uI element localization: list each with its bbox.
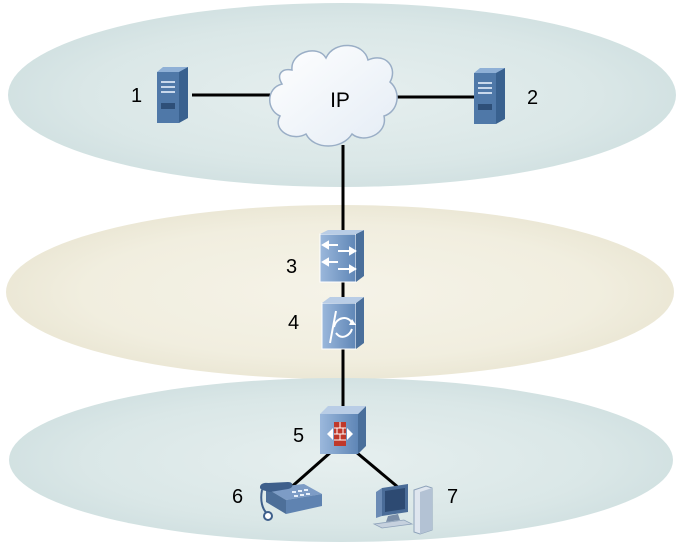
node-label-7: 7 xyxy=(447,486,459,508)
link-5-6 xyxy=(287,450,332,492)
ip-cloud-icon: IP xyxy=(269,44,398,147)
server-icon xyxy=(157,67,188,123)
node-label-1: 1 xyxy=(131,85,143,107)
links xyxy=(192,93,476,492)
node-label-5: 5 xyxy=(293,425,305,447)
node-label-3: 3 xyxy=(286,256,298,278)
cloud-label: IP xyxy=(330,89,350,112)
desktop-pc-icon xyxy=(372,484,433,535)
ip-phone-icon xyxy=(260,482,322,521)
link-5-7 xyxy=(355,450,400,490)
node-label-4: 4 xyxy=(288,312,300,334)
firewall-switch-icon xyxy=(320,406,366,454)
router-icon xyxy=(321,297,364,350)
server-icon xyxy=(474,68,505,124)
bottom-layer-ellipse xyxy=(9,378,673,542)
middle-layer-ellipse xyxy=(6,205,674,379)
switch-icon xyxy=(319,230,364,283)
node-label-6: 6 xyxy=(232,486,244,508)
node-label-2: 2 xyxy=(527,87,539,109)
